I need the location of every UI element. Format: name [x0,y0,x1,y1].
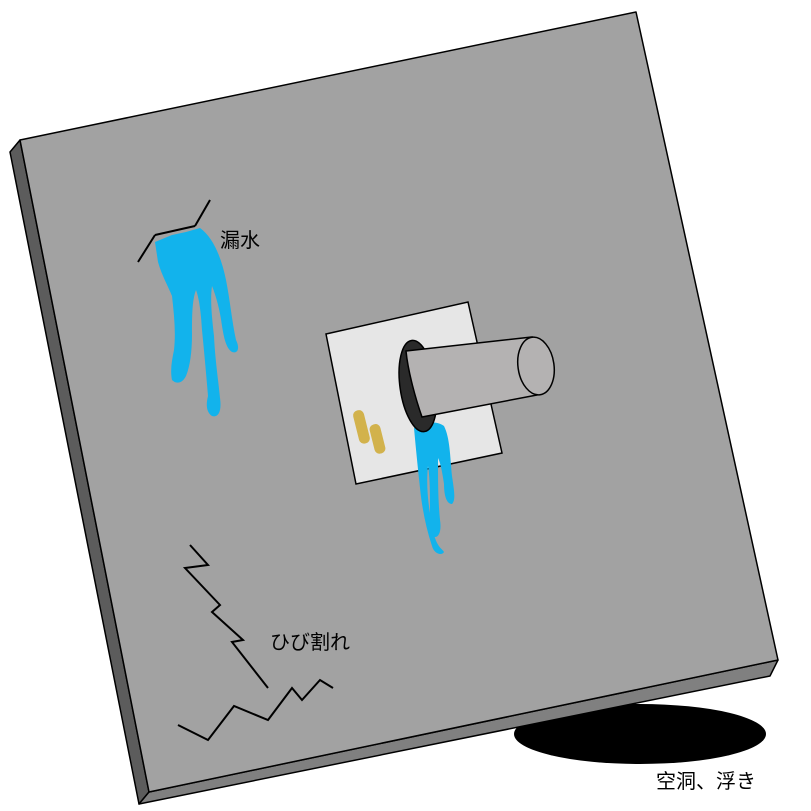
pipe-end [516,336,556,396]
pipe-leak-water [414,422,455,554]
pipe-body [405,336,538,418]
leak-water [155,228,239,417]
leak-crack-line [137,234,156,263]
crack-line [182,544,269,689]
pipe [398,336,556,433]
void-label: 空洞、浮き [656,769,756,793]
crack-label: ひび割れ [270,630,350,654]
stain-mark [353,410,370,444]
leak-stain [137,199,239,417]
leak-crack-line [194,199,211,227]
stain-marks [353,410,386,454]
leak-label: 漏水 [220,228,260,252]
leak-crack-line [154,225,196,236]
crack-lines [177,544,334,742]
crack-line [177,678,334,742]
stain-mark [369,424,386,454]
void-shape [514,704,766,764]
